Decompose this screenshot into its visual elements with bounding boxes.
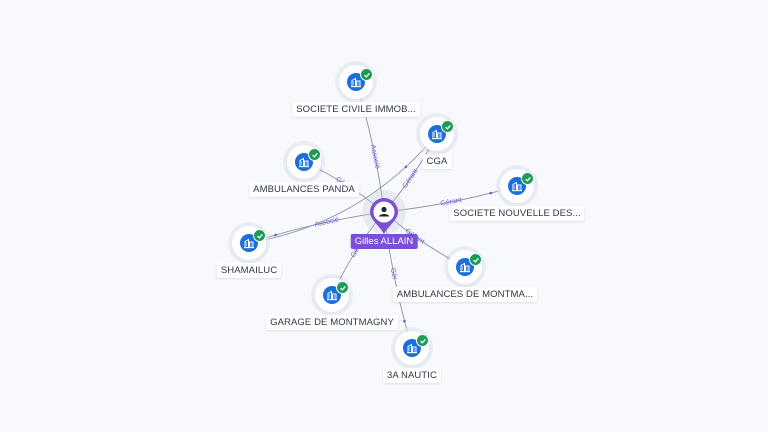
edge-arrow-marker [446, 256, 450, 259]
edge-arrow-marker [274, 233, 277, 237]
verified-check-icon [469, 253, 482, 266]
edge-arrow-marker [319, 169, 323, 172]
edge-line [248, 133, 438, 244]
company-node-label[interactable]: SOCIETE CIVILE IMMOB... [292, 102, 420, 117]
verified-check-icon [416, 334, 429, 347]
edge-label: Gérant [440, 197, 462, 208]
person-icon [378, 206, 390, 217]
verified-check-icon [308, 148, 321, 161]
company-node-label[interactable]: GARAGE DE MONTMAGNY [266, 315, 398, 330]
edge-label: Associé [314, 216, 340, 228]
map-pin-icon [370, 198, 398, 234]
verified-check-icon [441, 120, 454, 133]
verified-check-icon [253, 229, 266, 242]
edge-arrow-marker [489, 191, 493, 195]
company-node-label[interactable]: SOCIETE NOUVELLE DES... [449, 206, 585, 221]
verified-check-icon [336, 281, 349, 294]
edge-arrow-marker [339, 276, 343, 279]
company-node-label[interactable]: AMBULANCES PANDA [249, 182, 359, 197]
company-node-label[interactable]: AMBULANCES DE MONTMA... [392, 287, 538, 302]
edge-arrow-marker [404, 165, 408, 169]
edge-arrow-marker [403, 319, 406, 323]
company-node-label[interactable]: SHAMAILUC [216, 263, 282, 278]
verified-check-icon [360, 68, 373, 81]
edge-label: Gérant [402, 168, 420, 190]
verified-check-icon [521, 172, 534, 185]
edge-arrow-marker [426, 149, 430, 152]
edge-shamailuc-cga [248, 133, 438, 244]
edge-label: Associé [369, 144, 381, 170]
company-node-label[interactable]: CGA [422, 154, 452, 169]
person-name-label[interactable]: Gilles ALLAIN [350, 234, 418, 249]
company-node-label[interactable]: 3A NAUTIC [383, 368, 441, 383]
edge-label: Gér [389, 267, 398, 280]
